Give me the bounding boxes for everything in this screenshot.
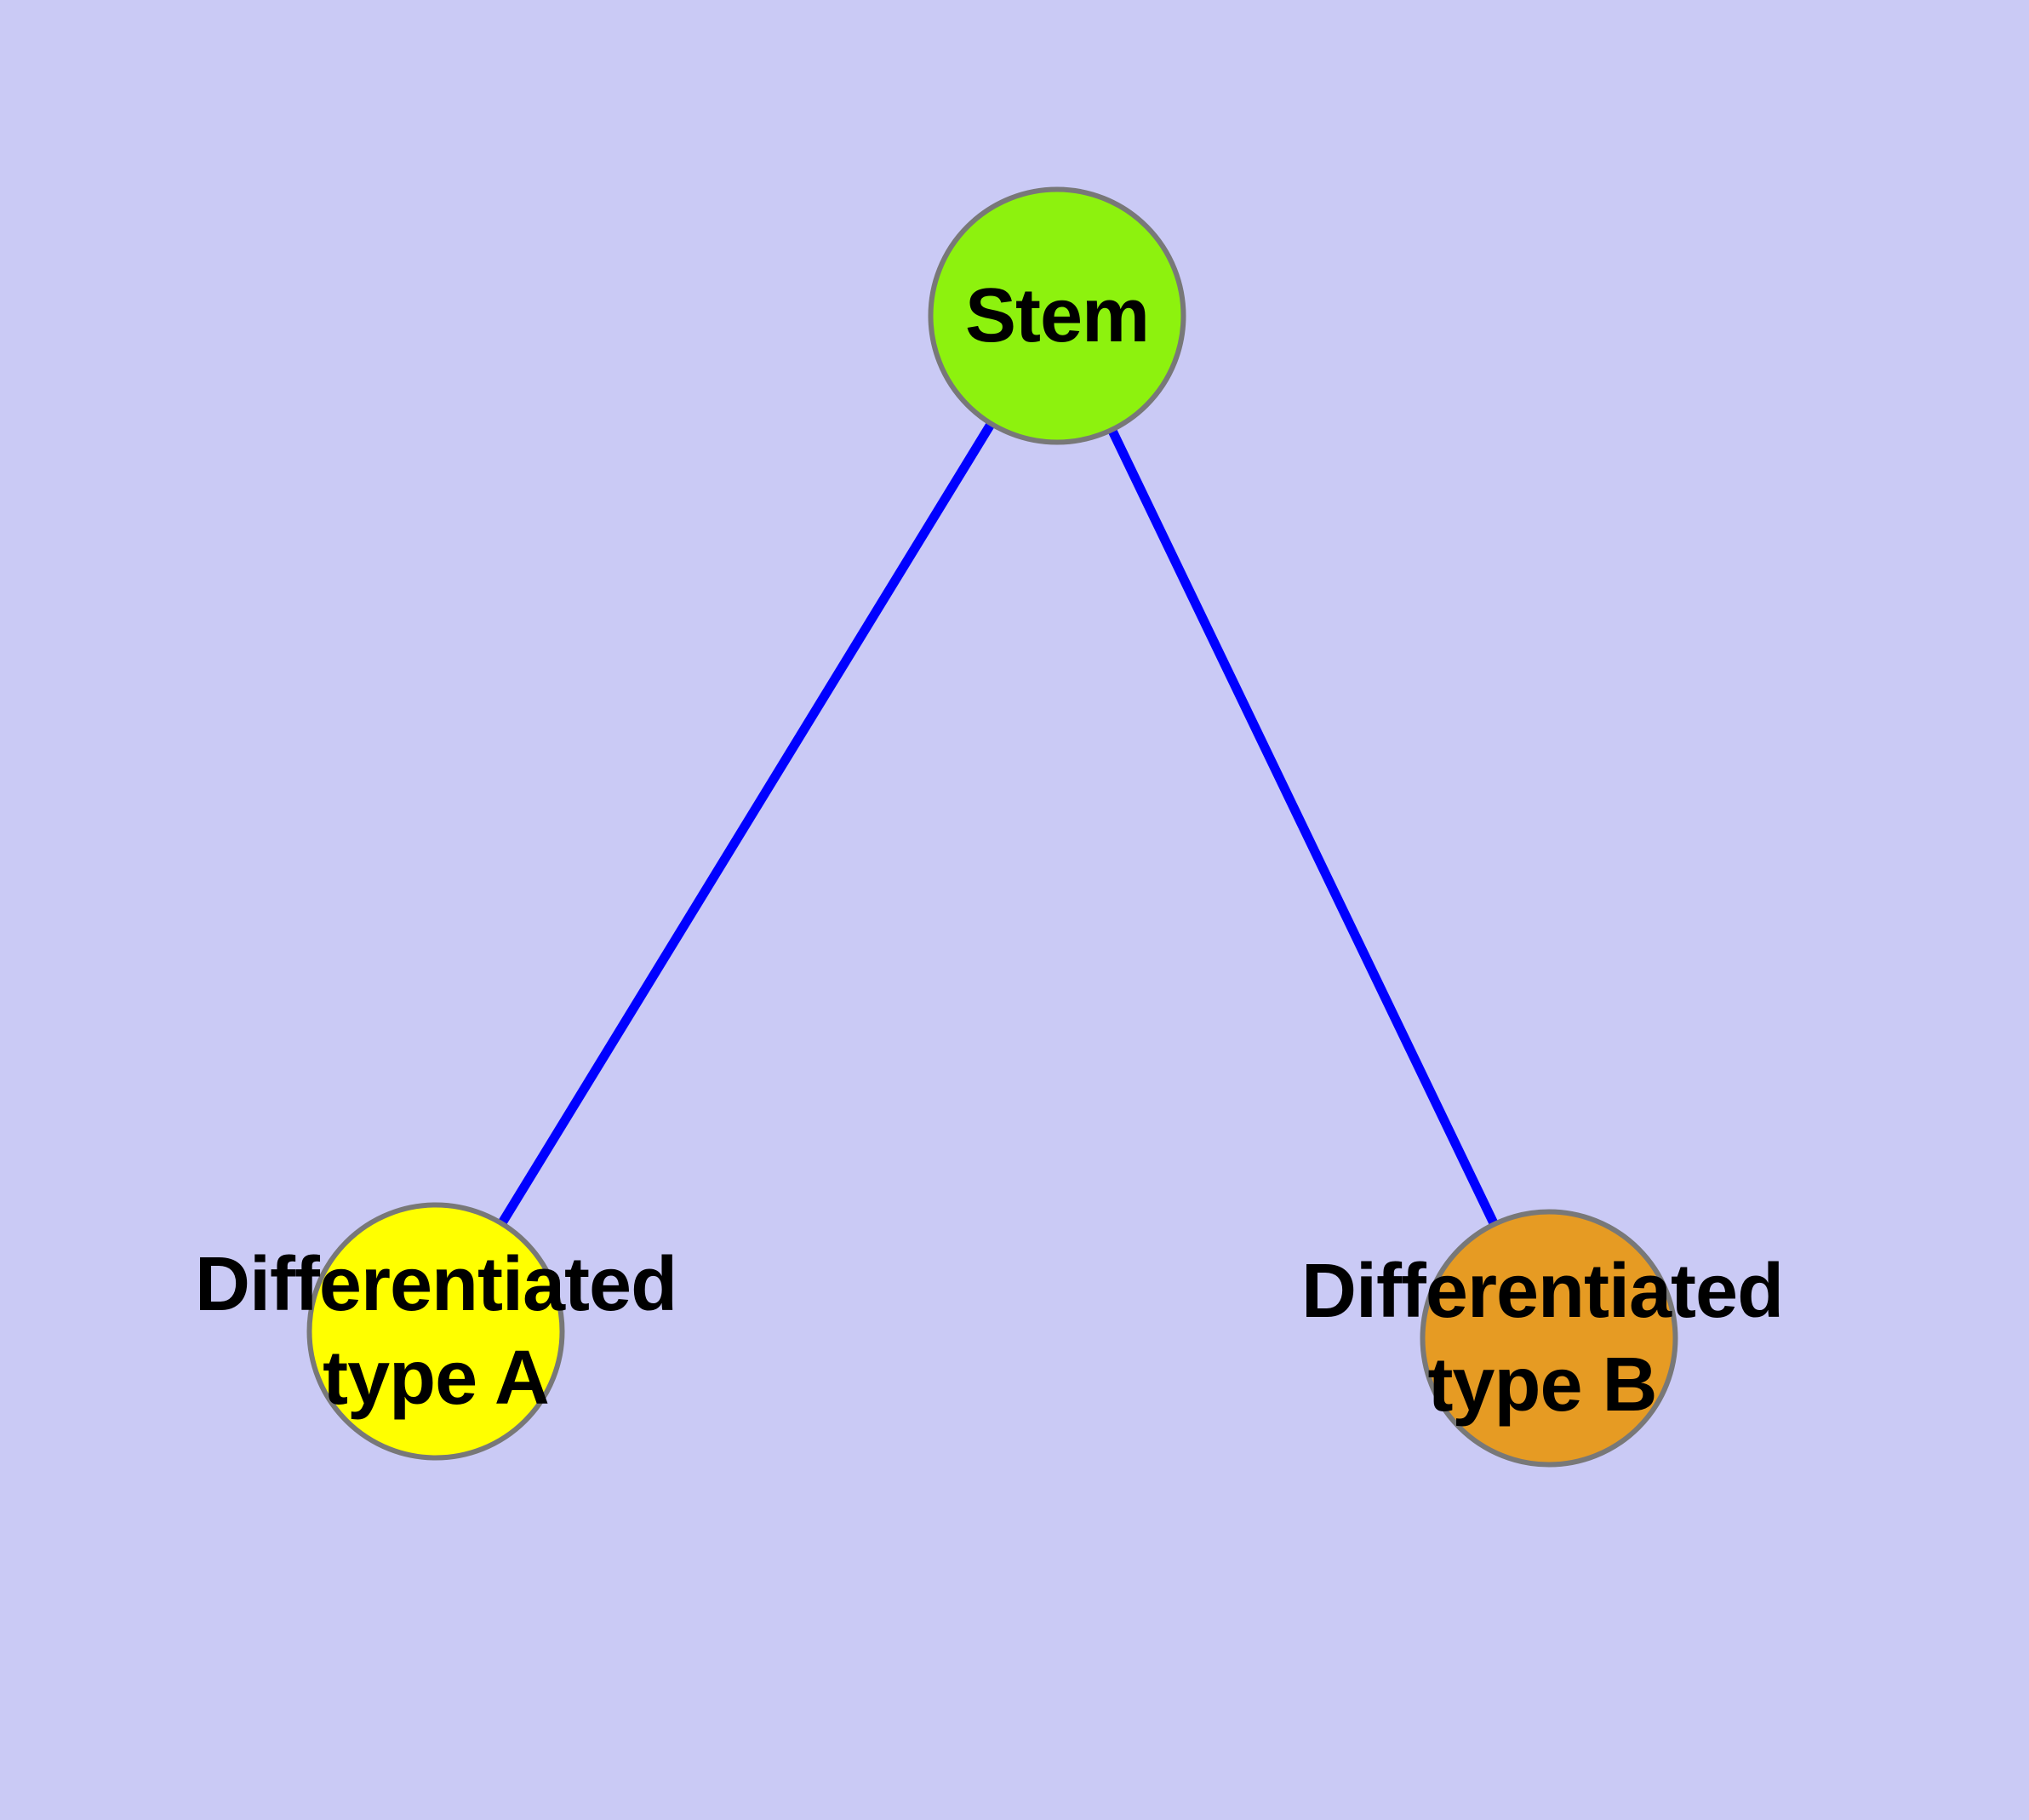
edge-stem-to-type-a: [432, 313, 1061, 1334]
node-differentiated-type-a-circle: [306, 1202, 565, 1461]
node-stem-circle: [928, 186, 1186, 445]
edge-stem-to-type-b: [1053, 313, 1553, 1341]
node-differentiated-type-a-label: Differentiated type A: [194, 1242, 677, 1421]
node-differentiated-type-b-label: Differentiated type B: [1300, 1249, 1784, 1428]
node-differentiated-type-b-circle: [1420, 1209, 1678, 1468]
node-stem-label: Stem: [964, 273, 1150, 358]
